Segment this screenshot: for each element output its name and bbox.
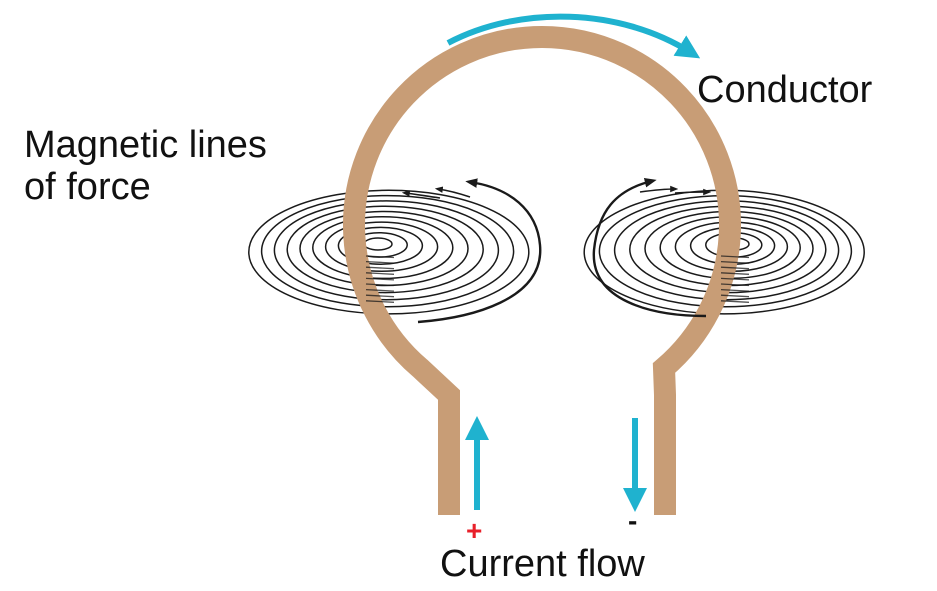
plus-sign: + bbox=[466, 515, 482, 546]
field-line-crossing bbox=[720, 260, 750, 264]
right-inner-arrow-1 bbox=[639, 185, 679, 193]
current-flow-label: Current flow bbox=[440, 543, 645, 585]
top-current-arrow bbox=[446, 13, 701, 59]
right-outer-arrow bbox=[592, 178, 707, 318]
magnetic-lines-label: Magnetic lines bbox=[24, 124, 267, 166]
field-line-crossing bbox=[365, 255, 395, 259]
field-line-crossing bbox=[365, 283, 395, 287]
left-outer-arrow bbox=[417, 178, 542, 324]
field-line-crossing bbox=[720, 277, 750, 281]
field-line-crossing bbox=[720, 294, 750, 298]
field-line-crossing bbox=[720, 266, 750, 270]
field-direction-arrows bbox=[401, 178, 712, 324]
field-line-crossing bbox=[720, 283, 750, 287]
left-inner-arrow-1 bbox=[434, 186, 471, 198]
field-line-crossing bbox=[720, 300, 750, 303]
field-line bbox=[337, 226, 424, 265]
current-arrows bbox=[446, 13, 701, 512]
right-inner-arrow-2 bbox=[674, 188, 712, 196]
conductor-label: Conductor bbox=[697, 69, 873, 111]
conductor-wire bbox=[343, 26, 741, 515]
field-line-crossing bbox=[720, 255, 750, 259]
field-line bbox=[324, 221, 439, 273]
field-line-crossing bbox=[720, 288, 750, 292]
left-inner-arrow-2 bbox=[401, 190, 441, 199]
field-line-crossing bbox=[720, 272, 750, 275]
field-line bbox=[286, 205, 484, 294]
field-line-crossing bbox=[365, 277, 395, 281]
right-field-lines bbox=[583, 189, 865, 315]
field-line-crossing bbox=[365, 266, 395, 270]
left-field-lines bbox=[248, 189, 530, 315]
field-line bbox=[363, 237, 393, 251]
of-force-label: of force bbox=[24, 166, 151, 208]
field-line bbox=[273, 200, 500, 301]
field-line bbox=[260, 194, 515, 308]
field-line-crossing bbox=[365, 294, 395, 298]
field-line-crossing bbox=[365, 300, 395, 303]
field-line-crossing bbox=[365, 272, 395, 275]
field-line-crossing bbox=[365, 288, 395, 292]
minus-sign: - bbox=[628, 505, 637, 536]
right-field-front bbox=[720, 255, 750, 303]
conductor-loop bbox=[343, 26, 741, 515]
left-field-front bbox=[365, 255, 395, 303]
field-line-crossing bbox=[365, 260, 395, 264]
field-line bbox=[248, 189, 530, 315]
field-line bbox=[312, 216, 454, 280]
